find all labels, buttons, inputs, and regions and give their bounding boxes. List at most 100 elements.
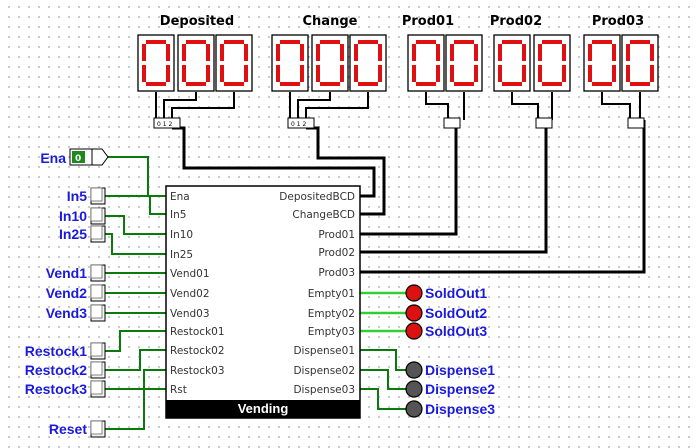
output-pin-label: Empty03: [308, 326, 355, 338]
led-circle-icon: [405, 400, 423, 418]
segment-d: [592, 82, 612, 86]
segment-f: [354, 44, 358, 61]
input-button-in10[interactable]: In10: [59, 207, 106, 225]
segment-e: [412, 65, 416, 82]
input-pin-label: Restock01: [170, 326, 225, 338]
segment-e: [142, 65, 146, 82]
segment-d: [502, 82, 522, 86]
led-circle-icon: [405, 284, 423, 302]
segment-a: [146, 40, 166, 44]
segment-b: [300, 44, 304, 61]
segment-a: [416, 40, 436, 44]
input-button-restock3[interactable]: Restock3: [25, 380, 106, 398]
input-pin-label: Restock02: [170, 345, 225, 357]
seven-segment-digit: 0: [445, 34, 483, 92]
output-pin-label: ChangeBCD: [292, 209, 355, 221]
segment-b: [612, 44, 616, 61]
segment-d: [320, 82, 340, 86]
input-pin-label: In10: [170, 229, 193, 241]
splitter-deposited-text: 0 1 2: [157, 121, 172, 128]
led-soldout2: SoldOut2: [405, 304, 487, 322]
segment-a: [542, 40, 562, 44]
output-pin-label: Prod02: [318, 247, 355, 259]
input-button-vend2[interactable]: Vend2: [46, 284, 106, 302]
segment-c: [650, 65, 654, 82]
input-button-restock2[interactable]: Restock2: [25, 361, 106, 379]
display-title: Deposited: [160, 14, 234, 29]
seven-segment-digit: 0: [407, 34, 445, 92]
segment-e: [276, 65, 280, 82]
seven-segment-digit: 0: [271, 34, 309, 92]
output-pin-label: Dispense03: [293, 384, 355, 396]
input-button-vend3[interactable]: Vend3: [46, 304, 106, 322]
segment-f: [538, 44, 542, 61]
display-title: Prod03: [592, 14, 644, 29]
segment-c: [522, 65, 526, 82]
segment-e: [538, 65, 542, 82]
segment-d: [280, 82, 300, 86]
output-pin-label: Dispense02: [293, 365, 355, 377]
input-button-vend1[interactable]: Vend1: [46, 264, 106, 282]
segment-e: [182, 65, 186, 82]
segment-f: [276, 44, 280, 61]
segment-b: [244, 44, 248, 61]
led-label: Dispense3: [425, 401, 495, 417]
input-label: Restock2: [25, 362, 87, 378]
input-button-restock1[interactable]: Restock1: [25, 342, 106, 360]
segment-e: [354, 65, 358, 82]
segment-d: [542, 82, 562, 86]
segment-a: [186, 40, 206, 44]
segment-b: [340, 44, 344, 61]
segment-d: [146, 82, 166, 86]
input-button-in5[interactable]: In5: [67, 187, 106, 205]
input-label: Restock3: [25, 381, 87, 397]
led-label: SoldOut1: [425, 285, 487, 301]
led-circle-icon: [405, 380, 423, 398]
seven-segment-digit: 0: [583, 34, 621, 92]
dispense-wires: [360, 349, 406, 410]
enable-input[interactable]: Ena 0: [40, 148, 109, 166]
seven-segment-digit: 0: [349, 34, 387, 92]
output-pin-label: Dispense01: [293, 345, 355, 357]
segment-b: [522, 44, 526, 61]
segment-c: [340, 65, 344, 82]
segment-d: [358, 82, 378, 86]
segment-e: [498, 65, 502, 82]
seven-segment-digit: 0: [311, 34, 349, 92]
segment-e: [626, 65, 630, 82]
vending-component[interactable]: Vending EnaIn5In10In25Vend01Vend02Vend03…: [165, 185, 361, 419]
output-pin-label: Prod03: [318, 267, 355, 279]
segment-f: [412, 44, 416, 61]
segment-a: [224, 40, 244, 44]
input-wires: [105, 156, 166, 430]
soldout-wires: [360, 291, 406, 333]
segment-a: [358, 40, 378, 44]
input-pin-label: In25: [170, 249, 193, 261]
segment-f: [498, 44, 502, 61]
input-button-reset[interactable]: Reset: [49, 420, 106, 438]
segment-d: [454, 82, 474, 86]
segment-b: [206, 44, 210, 61]
led-soldout1: SoldOut1: [405, 284, 487, 302]
segment-c: [612, 65, 616, 82]
component-input-pins: EnaIn5In10In25Vend01Vend02Vend03Restock0…: [170, 191, 225, 396]
output-pin-label: Empty02: [308, 308, 355, 320]
segment-b: [474, 44, 478, 61]
input-pin-label: Ena: [170, 191, 190, 203]
segment-f: [626, 44, 630, 61]
segment-b: [562, 44, 566, 61]
led-soldout3: SoldOut3: [405, 322, 487, 340]
segment-d: [416, 82, 436, 86]
input-label: Vend3: [46, 305, 87, 321]
input-button-in25[interactable]: In25: [59, 225, 106, 243]
splitters: 0 1 2 0 1 2: [153, 117, 645, 129]
segment-f: [220, 44, 224, 61]
display-title: Change: [303, 14, 358, 29]
input-buttons[interactable]: In5In10In25Vend1Vend2Vend3Restock1Restoc…: [25, 187, 106, 438]
display-title: Prod02: [490, 14, 542, 29]
input-pin-label: Vend02: [170, 288, 210, 300]
segment-b: [650, 44, 654, 61]
segment-c: [562, 65, 566, 82]
segment-a: [320, 40, 340, 44]
